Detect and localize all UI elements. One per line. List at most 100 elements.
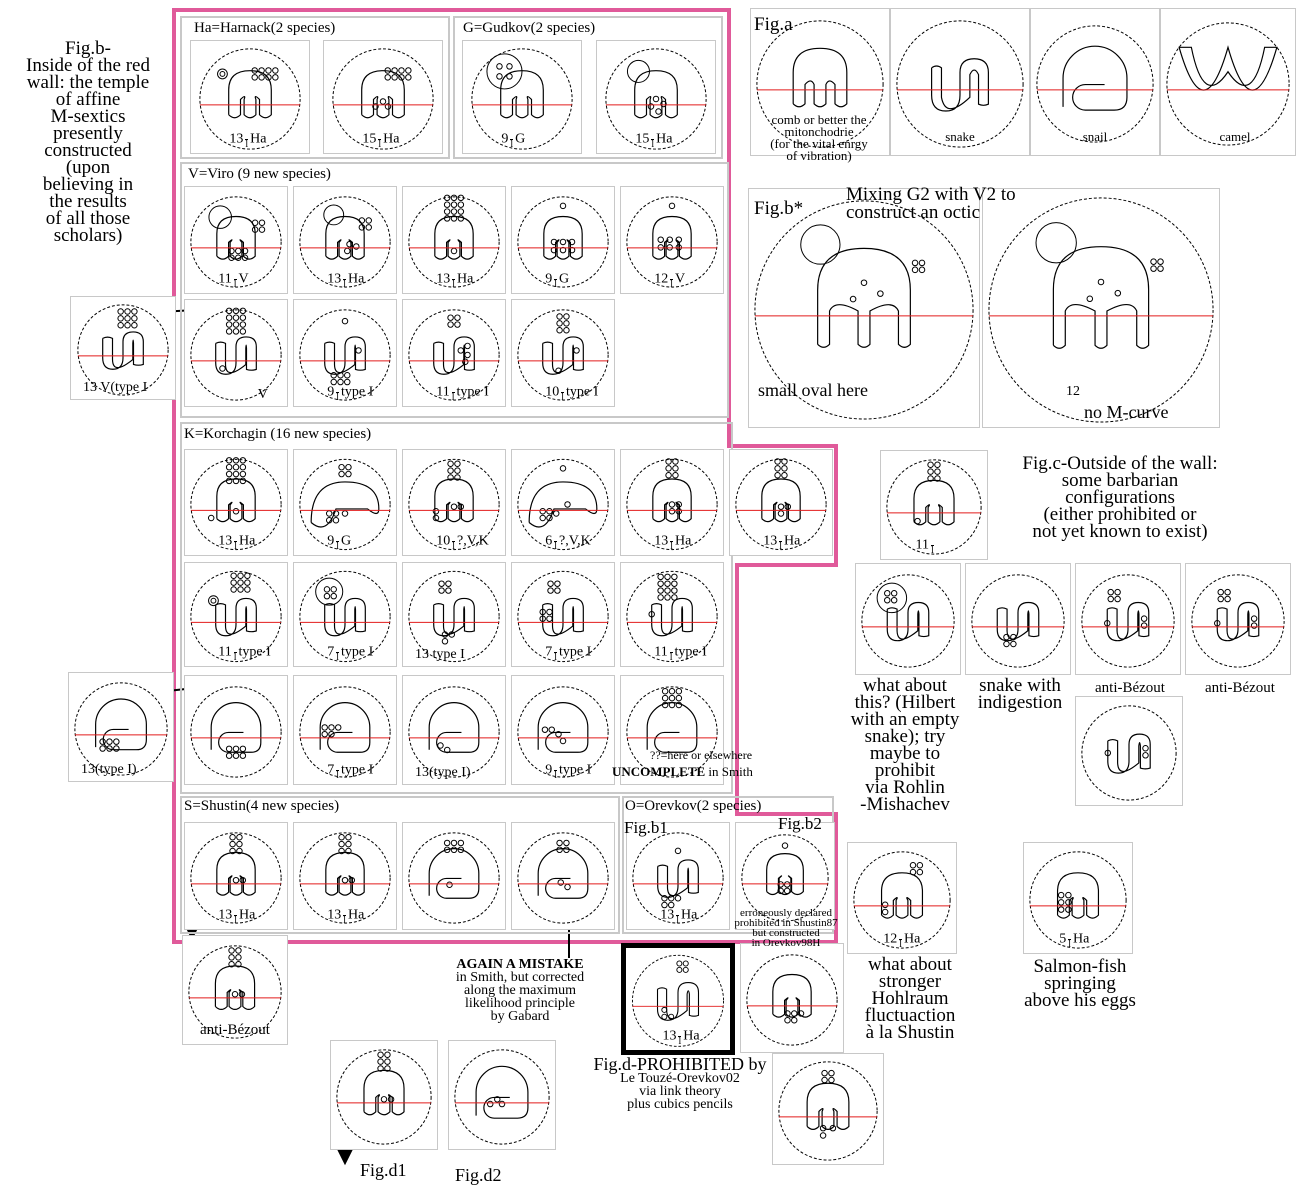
- panel-label: 9 lG: [501, 130, 525, 149]
- hohlraum-label: what about stronger Hohlraum fluctuactio…: [840, 956, 980, 1041]
- curve-panel: 13 lHa: [729, 449, 833, 556]
- panel-suffix: ?,V,K: [457, 534, 489, 549]
- curve-drawing: [1076, 564, 1180, 674]
- panel-fraction: l: [234, 270, 237, 289]
- panel-label: 11 ltype I: [218, 643, 271, 662]
- panel-label: 13 lHa: [654, 532, 691, 551]
- panel-num: 7: [327, 763, 334, 778]
- panel-num: 13: [327, 908, 341, 923]
- panel-label: 13 lHa: [327, 270, 364, 289]
- panel-fraction: l: [1068, 930, 1071, 949]
- panel-suffix: V: [675, 272, 685, 287]
- panel-label: V: [258, 388, 268, 402]
- panel-suffix: type I: [457, 385, 489, 400]
- panel-num: 13: [436, 272, 450, 287]
- curve-panel: 13(type I): [402, 675, 506, 785]
- curve-panel: 11 ltype I: [402, 299, 506, 407]
- note-line: scholars): [0, 227, 176, 244]
- panel-num: 6: [545, 534, 552, 549]
- panel-suffix: Ha: [457, 272, 473, 287]
- panel-label: 6 l?,V,K: [545, 532, 590, 551]
- panel-num: 15: [635, 132, 649, 147]
- panel-label: 13 lHa: [660, 906, 697, 925]
- panel-label: 13 lHa: [229, 130, 266, 149]
- curve-panel: 15 lHa: [596, 40, 716, 154]
- panel-num: 13: [327, 272, 341, 287]
- curve-panel: 7 ltype I: [293, 675, 397, 785]
- panel-fraction: l: [336, 643, 339, 662]
- panel-num: 12: [883, 932, 897, 947]
- panel-suffix: type I: [341, 645, 373, 660]
- curve-drawing: [1076, 697, 1182, 805]
- panel-suffix: Ha: [681, 908, 697, 923]
- panel-label: 15 lHa: [635, 130, 672, 149]
- curve-panel: [1075, 563, 1181, 675]
- curve-panel: 13 lHa: [184, 449, 288, 556]
- panel-fraction: l: [676, 906, 679, 925]
- fig-d1-label: Fig.d1: [360, 1160, 407, 1181]
- panel-num: 13: [662, 1029, 676, 1044]
- curve-panel: [184, 675, 288, 785]
- curve-panel: 13 lHa: [293, 186, 397, 294]
- korchagin-heading: K=Korchagin (16 new species): [184, 426, 371, 443]
- curve-panel: 7 ltype I: [293, 562, 397, 667]
- panel-fraction: l: [343, 270, 346, 289]
- panel-fraction: l: [245, 130, 248, 149]
- panel-fraction: l: [899, 930, 902, 949]
- line: -Mishachev: [845, 796, 965, 813]
- panel-fraction: l: [234, 906, 237, 925]
- uncomplete-rest: in Smith: [705, 764, 753, 779]
- panel-label: 13 lHa: [327, 906, 364, 925]
- panel-suffix: type I: [559, 763, 591, 778]
- panel-fraction: l: [678, 1027, 681, 1046]
- curve-drawing: [741, 944, 843, 1052]
- panel-label: 11 l: [916, 536, 936, 555]
- panel-num: 9: [327, 534, 334, 549]
- panel-suffix: type I: [559, 645, 591, 660]
- panel-label: 11 lV: [218, 270, 248, 289]
- fig-a-camel-label: camel: [1195, 131, 1275, 143]
- panel-num: 13: [660, 908, 674, 923]
- curve-drawing: [185, 300, 287, 406]
- inside-note: Fig.b- Inside of the red wall: the templ…: [0, 40, 176, 244]
- panel-suffix: Ha: [239, 534, 255, 549]
- panel-suffix: Ha: [1073, 932, 1089, 947]
- line: of vibration): [748, 150, 890, 162]
- viro-heading: V=Viro (9 new species): [188, 166, 331, 183]
- panel-label: 5 lHa: [1059, 930, 1089, 949]
- small-oval-label: small oval here: [758, 380, 868, 401]
- curve-panel: [855, 563, 961, 675]
- curve-panel: 11 ltype I: [184, 562, 288, 667]
- fig-a-title: Fig.a: [754, 16, 793, 33]
- snake-indigestion-label: snake with indigestion: [965, 677, 1075, 711]
- panel-suffix: Ha: [904, 932, 920, 947]
- curve-drawing: [1186, 564, 1290, 674]
- panel-fraction: l: [651, 130, 654, 149]
- panel-num: 9: [501, 132, 508, 147]
- panel-fraction: l: [670, 270, 673, 289]
- panel-suffix: Ha: [683, 1029, 699, 1044]
- line: above his eggs: [1005, 992, 1155, 1009]
- curve-panel: 13 lHa: [620, 449, 724, 556]
- line: construct an octic: [846, 204, 1016, 222]
- curve-panel: [740, 943, 844, 1053]
- panel-fraction: l: [510, 130, 513, 149]
- panel-num: 10: [436, 534, 450, 549]
- curve-drawing: [512, 823, 614, 929]
- curve-panel: 9 ltype I: [511, 675, 615, 785]
- curve-panel: [772, 1053, 884, 1165]
- curve-panel: V: [184, 299, 288, 407]
- here-elsewhere-note: ??=here or elsewhere: [650, 748, 752, 763]
- uncomplete-note: UNCOMPLETE in Smith: [612, 764, 753, 780]
- panel-fraction: l: [554, 643, 557, 662]
- panel-fraction: l: [554, 532, 557, 551]
- harnack-heading: Ha=Harnack(2 species): [194, 20, 335, 37]
- curve-panel: [1185, 563, 1291, 675]
